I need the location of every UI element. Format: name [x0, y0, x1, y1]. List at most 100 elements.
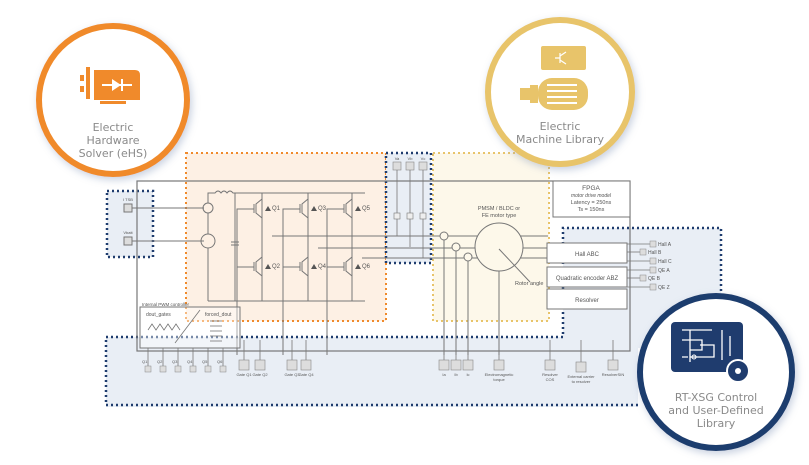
quadratic-encoder-label: Quadratic encoder ABZ — [556, 276, 619, 282]
voltage-sense: Va Vb Vc — [392, 156, 428, 258]
sensor-output-label: Hall B — [648, 250, 662, 256]
current-source-terminal — [123, 203, 133, 213]
diode-card-icon — [80, 67, 140, 104]
io-terminal — [238, 359, 250, 371]
pwm-output-terminal — [174, 365, 182, 373]
io-terminal — [286, 359, 298, 371]
pwm-output-label: Q6 — [217, 359, 223, 364]
io-terminal-label: Gate Q3 — [284, 372, 300, 377]
pwm-controller-title: Internal PWM controller — [142, 302, 190, 307]
fpga-subtitle: motor drive model — [571, 193, 612, 199]
switch-label: Q5 — [362, 206, 371, 212]
voltage-terminal — [418, 161, 428, 171]
voltage-sensor — [406, 212, 414, 220]
io-terminal-label: Ib — [454, 372, 458, 377]
sensor-output-terminal — [649, 266, 657, 274]
pwm-output-label: Q5 — [202, 359, 208, 364]
motor-circle — [474, 222, 524, 272]
quadratic-encoder-block — [546, 266, 628, 288]
io-terminal — [575, 361, 587, 373]
sensor-output-label: QE Z — [658, 285, 670, 291]
io-terminal-label: Gate Q4 — [298, 372, 314, 377]
voltage-label: Va — [395, 156, 400, 161]
ehs-region — [185, 152, 387, 322]
pwm-output-label: Q3 — [172, 359, 178, 364]
circuit-board-gear-icon — [671, 322, 750, 383]
voltage-source-terminal — [123, 236, 133, 246]
forced-dout-switches — [210, 320, 222, 342]
sensor-output-terminal — [639, 274, 647, 282]
io-terminal-label: Ic — [466, 372, 469, 377]
switch-label: Q2 — [272, 264, 281, 270]
sensor-output-terminal — [639, 248, 647, 256]
sensor-output-terminal — [649, 257, 657, 265]
pwm-output-terminal — [144, 365, 152, 373]
switch-label: Q1 — [272, 206, 281, 212]
io-terminal — [254, 359, 266, 371]
badge-machine-line-2: Machine Library — [516, 133, 604, 146]
io-terminal-label: Ia — [442, 372, 446, 377]
badge-control-line-3: Library — [697, 417, 736, 430]
pwm-controller-box — [139, 306, 241, 349]
motor-icon — [520, 46, 588, 110]
badge-ehs-line-3: Solver (eHS) — [79, 147, 148, 160]
pwm-output-label: Q2 — [157, 359, 163, 364]
voltage-sensor — [393, 212, 401, 220]
badge-machine-line-1: Electric — [540, 120, 581, 133]
pwm-right-label: forced_dout — [205, 312, 232, 318]
pwm-output-terminal — [159, 365, 167, 373]
fpga-title: FPGA — [582, 185, 600, 192]
io-terminal-label: Gate Q1 — [236, 372, 252, 377]
io-terminal-label: to resolver — [572, 379, 591, 384]
switch-label: Q6 — [362, 264, 371, 270]
sensor-output-label: QE B — [648, 276, 661, 282]
io-terminal — [607, 359, 619, 371]
badge-control-line-1: RT-XSG Control — [675, 391, 757, 404]
badge-ehs-line-1: Electric — [93, 121, 134, 134]
voltage-terminal — [405, 161, 415, 171]
resolver-block — [546, 288, 628, 310]
badge-control-line-2: and User-Defined — [668, 404, 763, 417]
rotor-angle-label: Rotor angle — [515, 281, 543, 287]
pwm-output-label: Q4 — [187, 359, 193, 364]
pwm-output-terminal — [189, 365, 197, 373]
sensor-output-terminal — [649, 240, 657, 248]
source-label-current: I TSB — [123, 197, 133, 202]
switch-label: Q3 — [318, 206, 327, 212]
motor — [439, 222, 531, 355]
io-terminal-label: Electromagnetic — [485, 372, 514, 377]
io-terminal-label: Gate Q2 — [252, 372, 268, 377]
io-terminal — [544, 359, 556, 371]
switch-label: Q4 — [318, 264, 327, 270]
sensor-output-terminal — [649, 283, 657, 291]
motor-type-label-1: PMSM / BLDC or — [478, 206, 520, 212]
sensor-output-label: QE A — [658, 268, 670, 274]
sensor-blocks — [546, 242, 628, 310]
pwm-left-label: dout_gates — [146, 312, 171, 318]
resolver-label: Resolver — [575, 298, 599, 304]
io-terminal-label: ResolverSIN — [602, 372, 625, 377]
source-block — [123, 190, 365, 302]
voltage-sense-region — [384, 151, 433, 265]
control-region-border — [104, 226, 723, 407]
io-terminal — [450, 359, 462, 371]
voltage-sensor — [419, 212, 427, 220]
hall-abc-block — [546, 242, 628, 264]
pwm-waveform — [147, 323, 181, 331]
fpga-timestep: Ts = 150ns — [578, 207, 605, 213]
io-terminal — [462, 359, 474, 371]
voltage-terminal — [392, 161, 402, 171]
io-terminal-label: External carrier — [567, 374, 595, 379]
voltage-label: Vb — [408, 156, 414, 161]
hall-abc-label: Hall ABC — [575, 252, 600, 258]
io-terminal — [493, 359, 505, 371]
io-terminal — [300, 359, 312, 371]
badge-ehs-line-2: Hardware — [86, 134, 139, 147]
fpga-latency: Latency = 250ns — [571, 200, 612, 206]
fpga-info-box — [552, 180, 631, 218]
voltage-label: Vc — [421, 156, 426, 161]
io-terminal-label: COS — [546, 377, 555, 382]
